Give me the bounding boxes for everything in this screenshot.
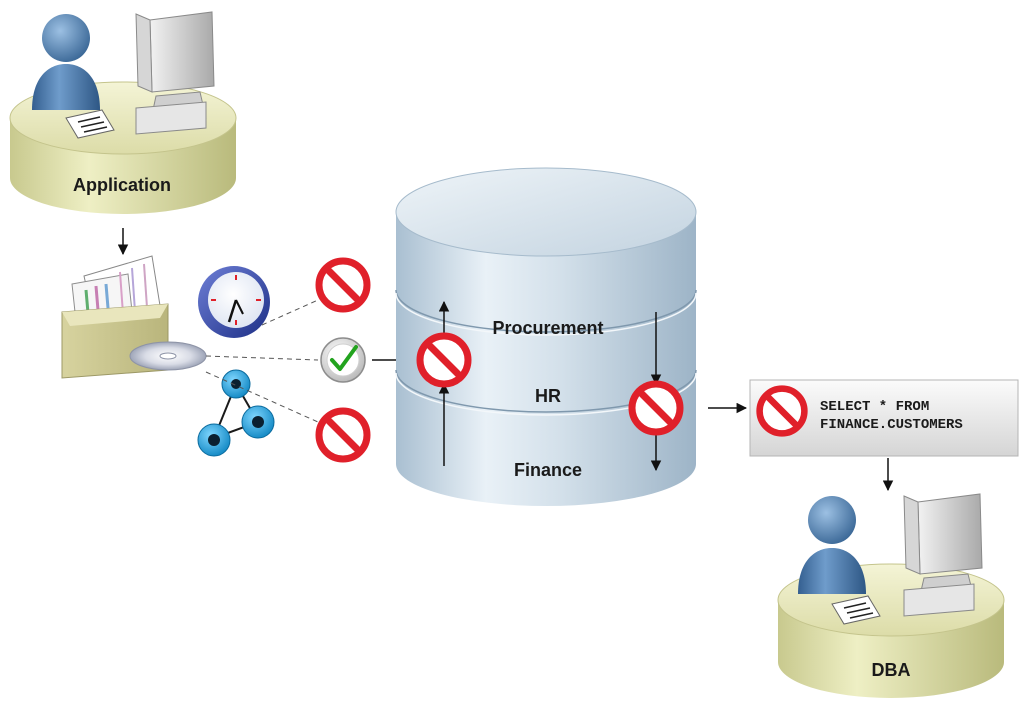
query-line-2: FINANCE.CUSTOMERS (820, 417, 963, 433)
section-label-finance: Finance (514, 460, 582, 480)
application-label: Application (73, 175, 171, 195)
application-station: Application (9, 11, 237, 214)
clock-icon (198, 266, 270, 338)
prohibited-icon (319, 261, 367, 309)
query-line-1: SELECT * FROM (820, 399, 929, 415)
prohibited-icon (760, 389, 805, 434)
dba-label: DBA (872, 660, 911, 680)
prohibited-icon (420, 336, 468, 384)
database-cylinder: Procurement HR Finance (395, 167, 697, 506)
dashed-connectors (205, 299, 319, 423)
dba-station: DBA (777, 493, 1005, 698)
section-label-procurement: Procurement (492, 318, 603, 338)
person-at-workstation-icon (32, 11, 215, 139)
section-label-hr: HR (535, 386, 561, 406)
checkmark-icon (320, 337, 366, 383)
disc-icon (129, 341, 207, 371)
query-panel: SELECT * FROM FINANCE.CUSTOMERS (749, 379, 1019, 457)
prohibited-icon (319, 411, 367, 459)
prohibited-icon (632, 384, 680, 432)
person-at-workstation-icon (798, 493, 983, 625)
network-nodes-icon (197, 369, 275, 457)
